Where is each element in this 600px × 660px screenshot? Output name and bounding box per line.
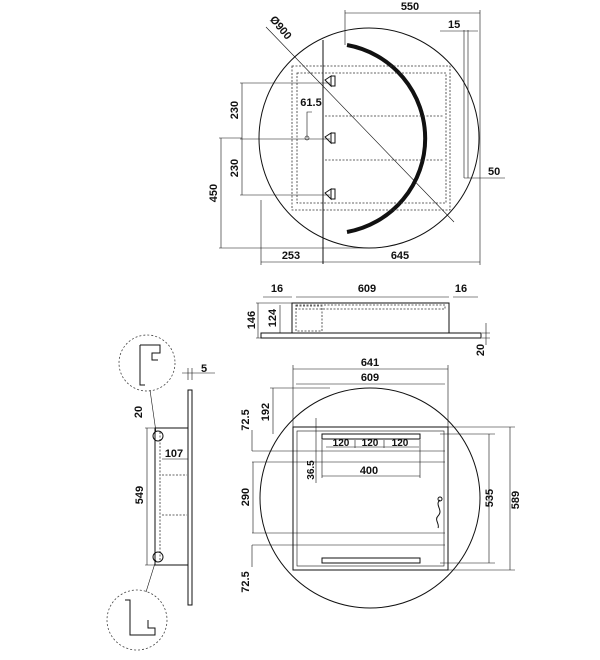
label-5: 5	[201, 363, 207, 375]
side-view: 5 20 107 549	[106, 334, 215, 651]
label-609: 609	[361, 372, 379, 384]
label-20: 20	[133, 406, 145, 418]
dim-20	[482, 323, 490, 345]
mirror-panel-side	[187, 389, 193, 606]
label-641: 641	[361, 357, 379, 369]
label-107: 107	[165, 448, 183, 460]
dim-450	[219, 137, 370, 249]
detail-callout-bottom	[106, 589, 168, 651]
label-645: 645	[391, 250, 409, 262]
label-16-right: 16	[455, 283, 467, 295]
bottom-bracket	[321, 557, 421, 564]
dim-641	[292, 365, 449, 427]
dim-230	[240, 82, 330, 196]
plan-view: 16 609 16 146 124 20	[246, 283, 490, 356]
dim-549	[145, 427, 158, 566]
hinge-icon	[324, 188, 336, 201]
dim-5	[182, 368, 215, 380]
leader-line	[145, 559, 157, 593]
cabinet-body	[291, 302, 450, 334]
label-549: 549	[134, 486, 146, 504]
leader-line	[149, 389, 157, 433]
hinge-detail-mark	[152, 551, 164, 563]
label-72-5-bottom: 72.5	[240, 571, 252, 592]
label-450: 450	[208, 184, 220, 202]
power-cable	[436, 499, 441, 529]
label-230-top: 230	[229, 101, 241, 119]
profile-detail	[139, 344, 161, 386]
rail-line	[252, 450, 445, 546]
label-120-c: 120	[392, 438, 409, 449]
label-589: 589	[510, 491, 522, 509]
label-535: 535	[484, 489, 496, 507]
cabinet-top-edge	[295, 304, 446, 310]
label-36-5: 36.5	[306, 460, 317, 480]
hinge-icon	[324, 75, 336, 88]
cabinet-inner	[296, 430, 445, 567]
dim-589	[448, 426, 515, 571]
dim-15	[440, 30, 478, 178]
cabinet-outline-outer	[291, 65, 451, 211]
label-20: 20	[475, 344, 487, 356]
dim-120	[326, 440, 419, 448]
cabinet-outline-inner	[296, 72, 447, 204]
dim-253-645	[260, 200, 480, 265]
dim-61-5	[306, 111, 312, 138]
hinge-icon	[324, 132, 336, 145]
hinge-box	[295, 305, 323, 332]
label-50: 50	[488, 166, 500, 178]
label-15: 15	[448, 19, 460, 31]
label-230-bottom: 230	[229, 159, 241, 177]
label-192: 192	[260, 403, 272, 421]
led-strip-arc	[346, 43, 428, 234]
dim-146	[256, 302, 292, 339]
profile-detail	[125, 599, 156, 636]
label-253: 253	[282, 250, 300, 262]
cabinet-frame	[292, 426, 449, 571]
label-550: 550	[401, 1, 419, 13]
detail-callout-top	[118, 334, 176, 392]
label-120-b: 120	[362, 438, 379, 449]
label-diameter: Ø900	[267, 14, 293, 42]
dim-550	[344, 10, 481, 265]
label-609: 609	[358, 283, 376, 295]
dim-400	[321, 440, 421, 478]
diameter-line	[265, 26, 455, 223]
hinge-point	[304, 135, 310, 141]
dim-192	[270, 387, 330, 434]
hinge-detail-mark	[152, 430, 164, 442]
label-61-5: 61.5	[300, 97, 321, 109]
label-290: 290	[240, 488, 252, 506]
label-400: 400	[360, 465, 378, 477]
front-view: 641 609 192 72.5 72.5 290 535 589 120 12…	[240, 357, 522, 609]
label-120-a: 120	[333, 438, 350, 449]
top-bracket	[321, 433, 421, 440]
cabinet-side	[154, 427, 189, 566]
label-124: 124	[267, 308, 279, 327]
dim-535	[440, 433, 495, 564]
label-146: 146	[246, 311, 258, 329]
mirror-panel	[260, 332, 482, 339]
label-16-left: 16	[271, 283, 283, 295]
label-72-5-top: 72.5	[240, 409, 252, 430]
cable-entry	[437, 496, 443, 502]
top-elevation-view: Ø900 550 15 50 230 230 450 253 645 61.5	[208, 1, 505, 265]
mirror-circle-front	[259, 387, 481, 609]
